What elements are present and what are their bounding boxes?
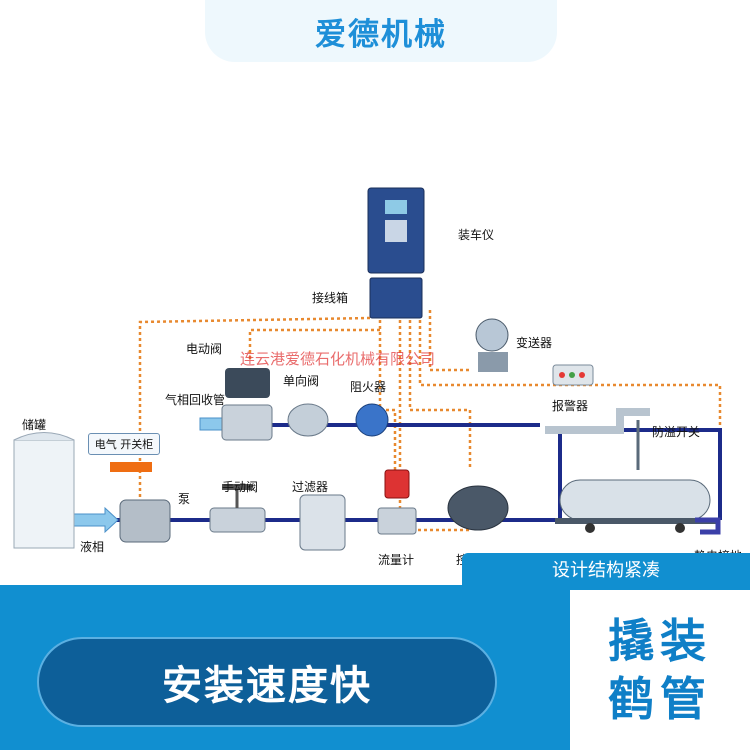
label-junction-box: 接线箱 (312, 291, 349, 305)
label-transmitter: 变送器 (516, 336, 553, 350)
label-check-valve: 单向阀 (283, 374, 320, 388)
loading-arm (545, 408, 650, 434)
manual-valve-device (209, 507, 266, 533)
check-valve-device (287, 403, 329, 437)
brand-title: 爱德机械 (315, 16, 447, 53)
label-flow-meter: 流量计 (378, 553, 415, 567)
label-tank: 储罐 (22, 418, 47, 432)
label-liquid-phase: 液相 (80, 540, 105, 554)
pump-device (119, 499, 171, 543)
label-filter: 过滤器 (292, 480, 329, 494)
switch-cabinet-callout: 电气 开关柜 (88, 433, 160, 455)
process-diagram (13, 187, 722, 551)
label-alarm: 报警器 (552, 399, 589, 413)
feature-bar: 设计结构紧凑 (462, 553, 750, 585)
static-ground-device (695, 517, 721, 535)
product-panel: 撬装 鹤管 (570, 590, 750, 750)
label-pump: 泵 (178, 492, 191, 506)
filter-device (299, 494, 346, 551)
label-manual-valve: 手动阀 (222, 480, 259, 494)
flame-arrester-device (355, 403, 389, 437)
slogan-pill: 安装速度快 (37, 637, 497, 727)
flow-meter-device (384, 469, 410, 499)
junction-box (369, 277, 423, 319)
switch-cabinet-indicator (110, 462, 152, 472)
liquid-arrow (72, 506, 119, 534)
label-loader: 装车仪 (458, 228, 495, 242)
slogan-text: 安装速度快 (162, 663, 372, 709)
tanker-car (559, 479, 711, 521)
label-overflow-switch: 防溢开关 (652, 425, 701, 439)
electric-valve-device (225, 368, 270, 398)
product-name-line2: 鹤管 (608, 672, 712, 726)
product-name-line1: 撬装 (608, 614, 712, 668)
watermark-text: 连云港爱德石化机械有限公司 (240, 350, 436, 368)
storage-tank (13, 439, 75, 549)
label-vapor-return: 气相回收管 (165, 393, 226, 407)
transmitter-device (475, 318, 509, 352)
top-banner: 爱德机械 (205, 0, 557, 62)
label-electric-valve: 电动阀 (186, 342, 223, 356)
control-valve-device (447, 485, 509, 531)
label-flame-arrester: 阻火器 (350, 380, 387, 394)
